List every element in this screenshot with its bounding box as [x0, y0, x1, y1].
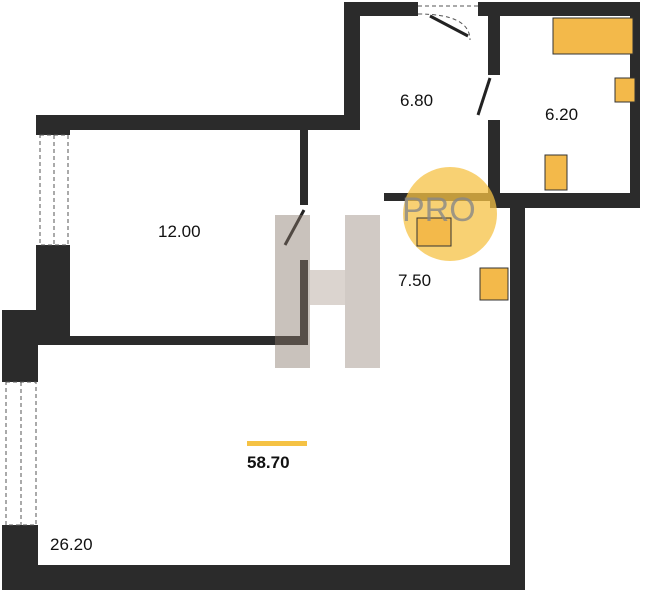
fixtures — [416, 17, 636, 301]
total-area-bar — [247, 441, 307, 446]
bathtub-icon — [552, 17, 634, 55]
sink-icon — [614, 77, 636, 103]
room-area-bathroom: 6.20 — [545, 105, 579, 124]
walls — [2, 2, 640, 590]
total-area: 58.70 — [247, 453, 290, 472]
room-area-corridor: 7.50 — [398, 271, 432, 290]
appliance-icon — [416, 217, 452, 247]
watermark-text: PRO — [402, 191, 476, 229]
room-area-living: 26.20 — [50, 535, 93, 554]
windows — [5, 5, 478, 526]
doors — [283, 14, 492, 246]
toilet-icon — [544, 154, 568, 191]
watermark-logo — [275, 215, 380, 368]
sink-icon — [479, 267, 509, 301]
room-area-hallway: 6.80 — [400, 91, 434, 110]
room-area-bedroom: 12.00 — [158, 222, 201, 241]
